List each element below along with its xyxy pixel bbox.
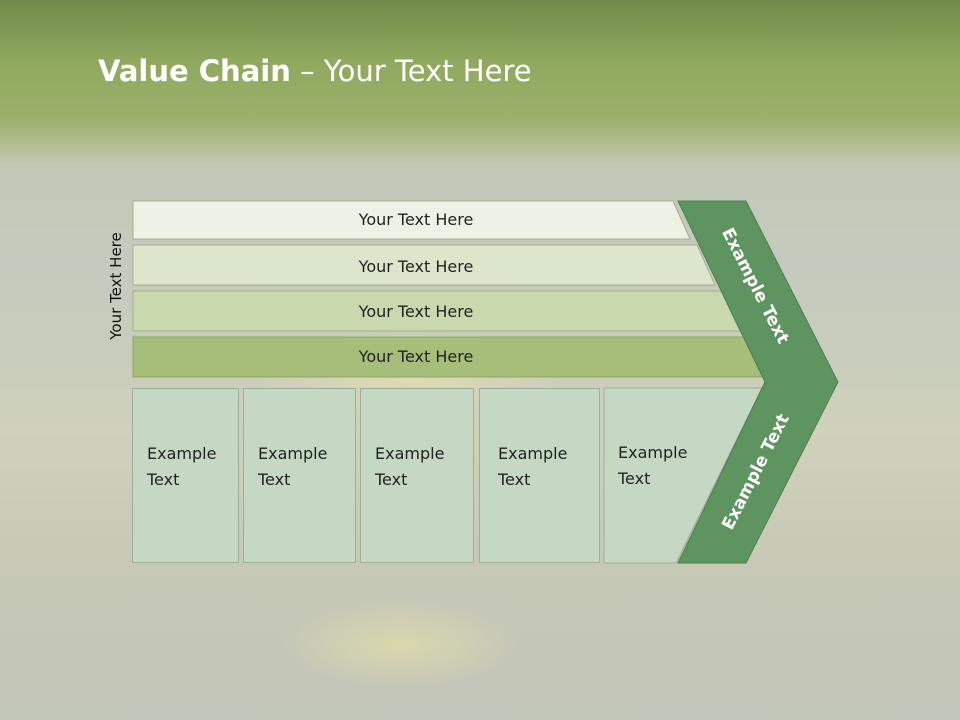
title-rest: – Your Text Here xyxy=(290,54,532,88)
bar-1-shape[interactable] xyxy=(132,200,691,240)
slide-title[interactable]: Value Chain – Your Text Here xyxy=(98,54,532,88)
bar-2-shape[interactable] xyxy=(132,244,716,286)
box-1-line2: Text xyxy=(147,470,180,489)
box-5-shape[interactable] xyxy=(603,387,763,564)
box-3-line2: Text xyxy=(375,470,408,489)
box-4-line1: Example xyxy=(498,444,568,463)
box-4-line2: Text xyxy=(498,470,531,489)
box-5-line2: Text xyxy=(618,469,651,488)
bar-4-label: Your Text Here xyxy=(358,346,474,366)
title-bold: Value Chain xyxy=(98,54,291,88)
box-2-line1: Example xyxy=(258,444,328,463)
box-3[interactable]: Example Text xyxy=(360,388,474,563)
box-5: Example Text xyxy=(604,388,724,563)
box-3-line1: Example xyxy=(375,444,445,463)
bar-2-label: Your Text Here xyxy=(358,256,474,276)
bar-1-label: Your Text Here xyxy=(358,209,474,229)
chevron-arrow[interactable] xyxy=(677,200,839,564)
box-1[interactable]: Example Text xyxy=(132,388,239,563)
background-glow-reflection xyxy=(280,600,520,690)
bar-3-label: Your Text Here xyxy=(358,301,474,321)
box-5-line1: Example xyxy=(618,443,688,462)
box-4[interactable]: Example Text xyxy=(479,388,600,563)
box-2[interactable]: Example Text xyxy=(243,388,356,563)
box-2-line2: Text xyxy=(258,470,291,489)
reflection: Example Text Example Text Example Text E… xyxy=(0,564,960,720)
box-1-line1: Example xyxy=(147,444,217,463)
